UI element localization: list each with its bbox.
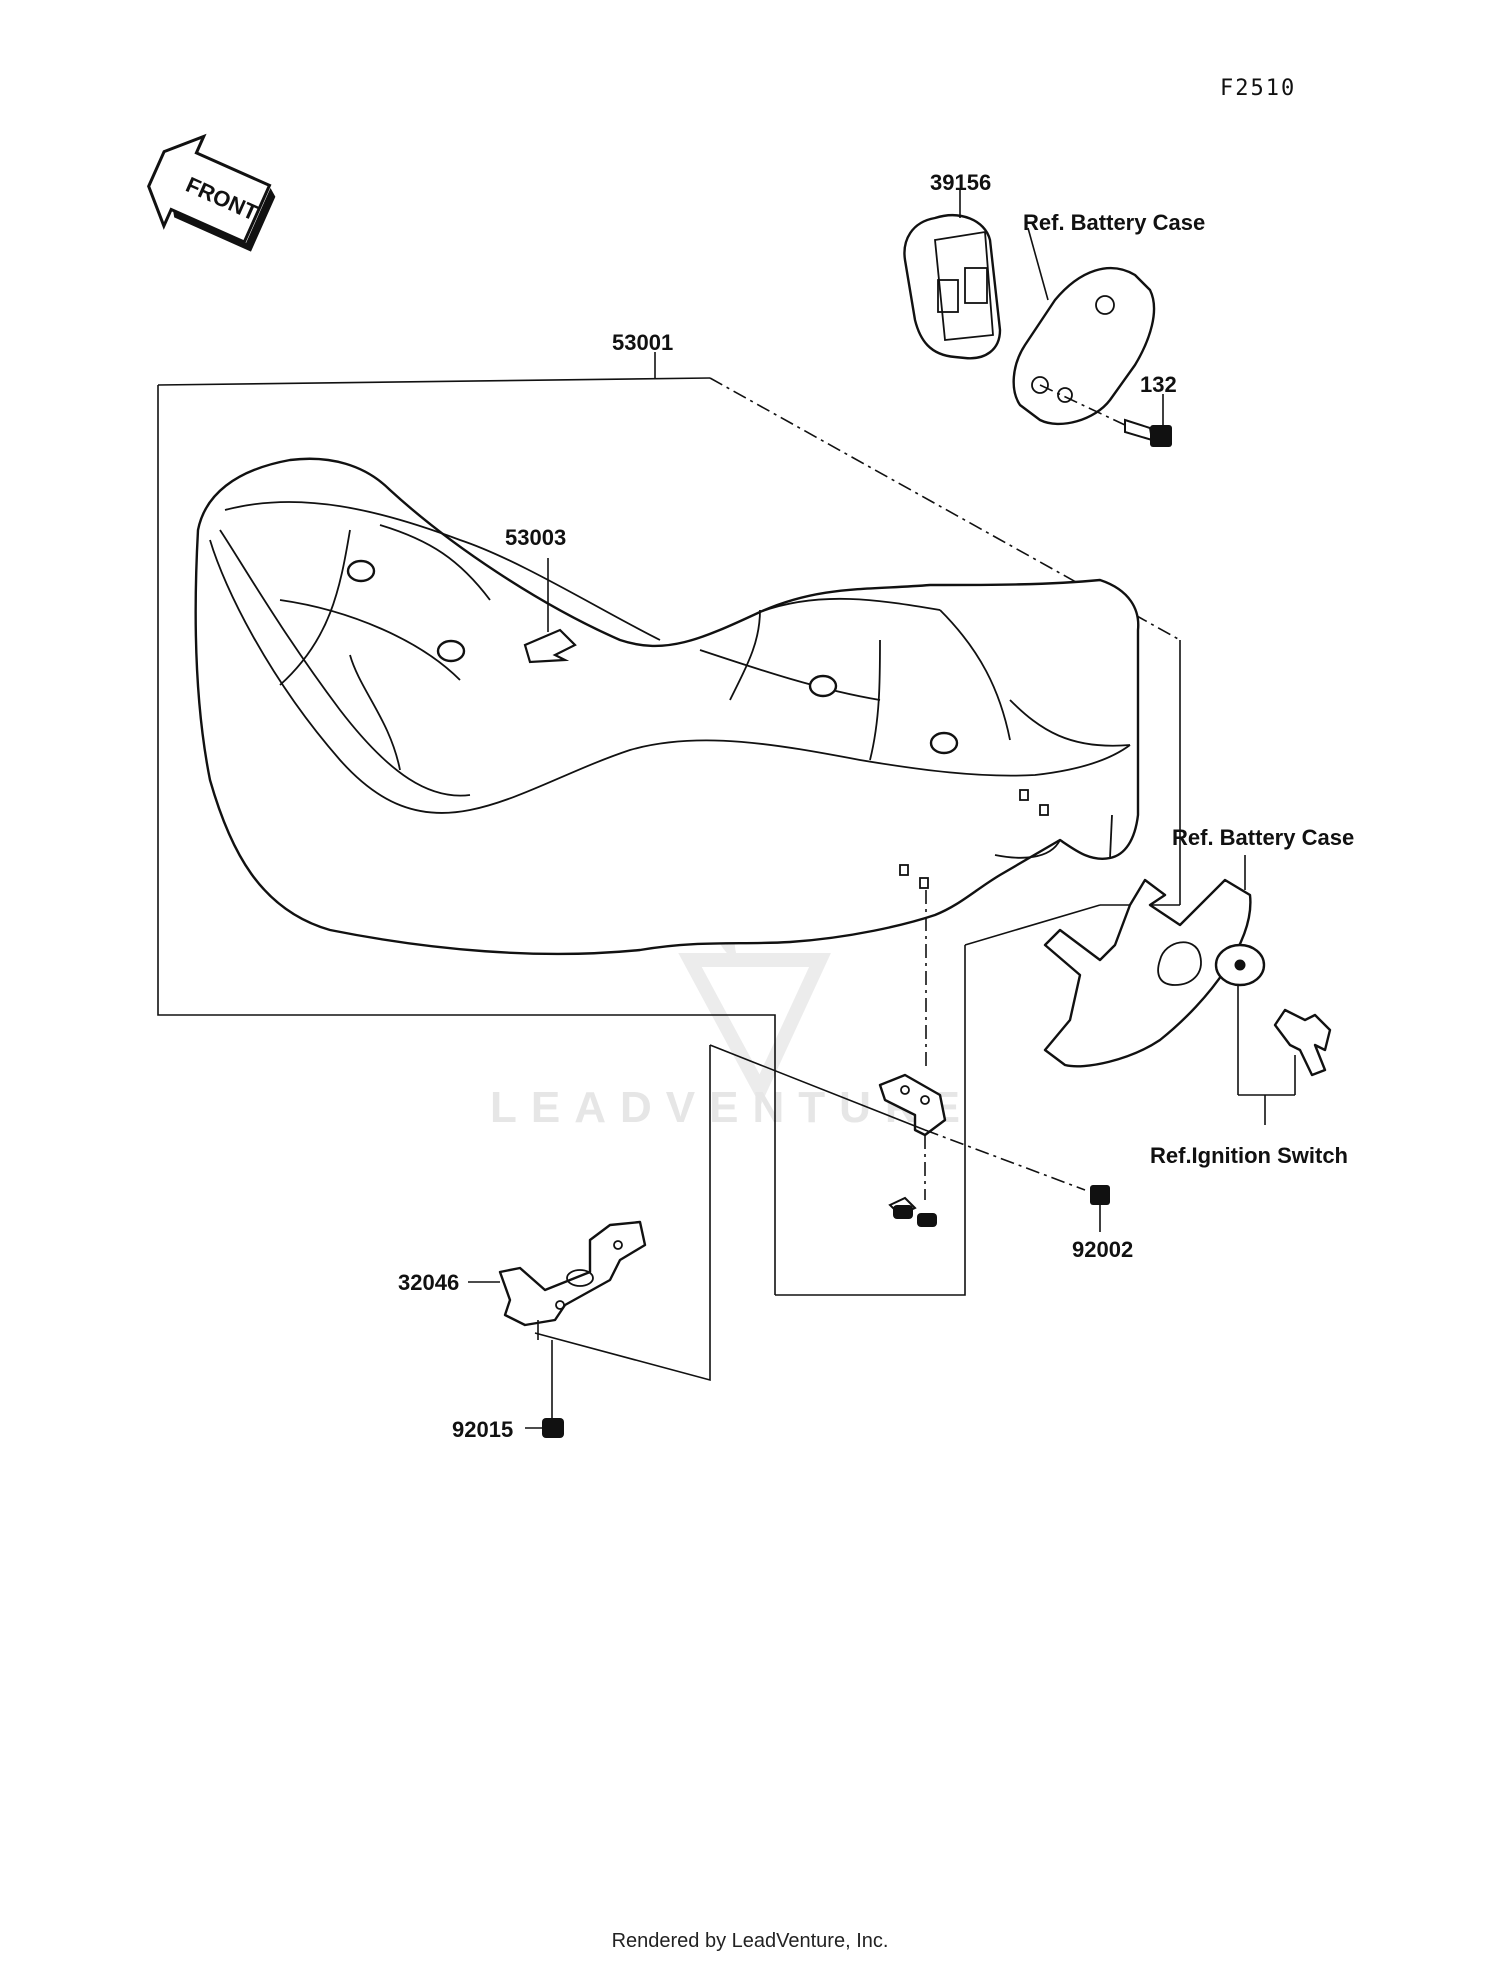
label-32046: 32046 bbox=[398, 1270, 459, 1295]
battery-case-bracket-right bbox=[1043, 855, 1252, 1068]
label-132: 132 bbox=[1140, 372, 1177, 397]
nut-pair bbox=[888, 1196, 937, 1227]
figure-id: F2510 bbox=[1220, 76, 1296, 101]
label-ref-ignition-switch: Ref.Ignition Switch bbox=[1150, 1143, 1348, 1168]
bracket-part-32046 bbox=[468, 1045, 711, 1382]
battery-case-cover-top bbox=[1012, 227, 1156, 426]
label-ref-battery-case-top: Ref. Battery Case bbox=[1023, 210, 1205, 235]
footer-credit: Rendered by LeadVenture, Inc. bbox=[611, 1930, 889, 1952]
label-ref-battery-case-right: Ref. Battery Case bbox=[1172, 825, 1354, 850]
label-53003: 53003 bbox=[505, 525, 566, 550]
seat-part-53001 bbox=[194, 457, 1140, 1070]
label-92015: 92015 bbox=[452, 1417, 513, 1442]
front-arrow-icon: FRONT bbox=[147, 133, 276, 252]
holder-part-39156 bbox=[903, 190, 1002, 360]
label-53001: 53001 bbox=[612, 330, 673, 355]
bolt-part-92002 bbox=[1090, 1185, 1110, 1232]
bolt-part-132 bbox=[1124, 394, 1172, 447]
seat-hook-bracket bbox=[709, 1044, 1086, 1200]
label-39156: 39156 bbox=[930, 170, 991, 195]
label-92002: 92002 bbox=[1072, 1237, 1133, 1262]
nut-part-92015 bbox=[525, 1340, 564, 1438]
emblem-part-53003 bbox=[523, 558, 577, 664]
ignition-switch-part bbox=[1214, 943, 1332, 1125]
